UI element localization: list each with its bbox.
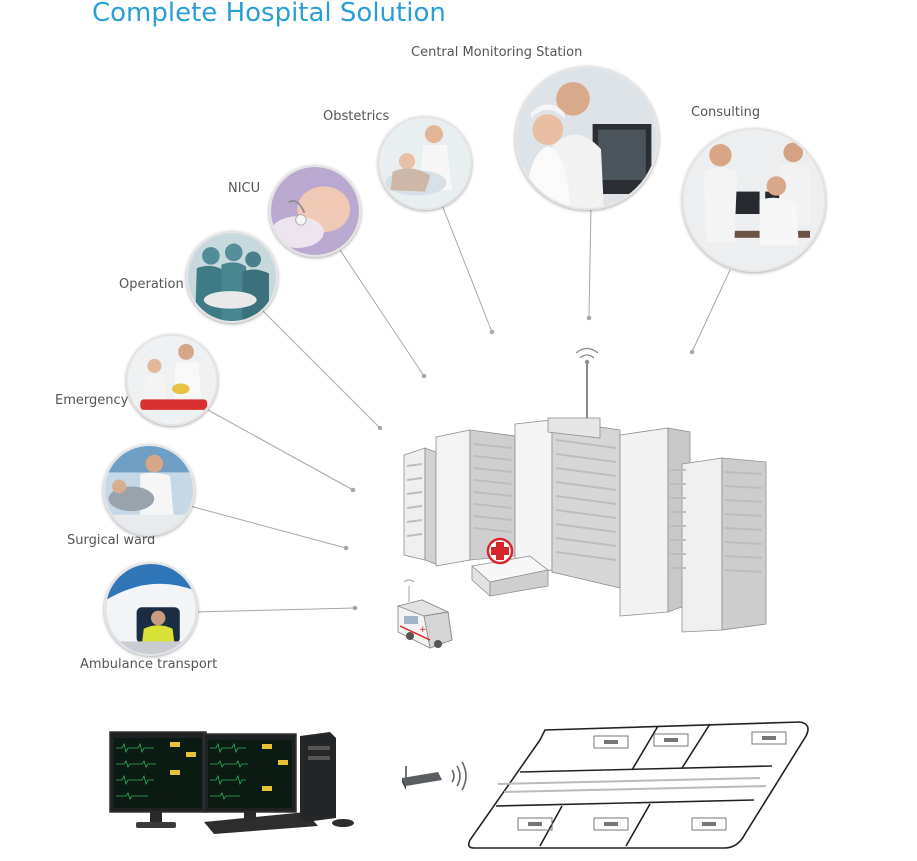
connector-operation <box>261 309 381 429</box>
page-title: Complete Hospital Solution <box>92 0 446 28</box>
ambulance-icon: + <box>396 579 453 649</box>
connector-emergency <box>207 409 354 491</box>
connector-nicu <box>339 249 425 377</box>
connector-ambulance <box>193 607 356 613</box>
ward-floor-plan-icon <box>467 721 809 849</box>
central-monitor-workstation-icon <box>109 731 354 834</box>
hospital-building-icon <box>403 347 767 633</box>
wireless-router-icon <box>402 761 467 791</box>
photo-emergency <box>126 334 218 426</box>
label-consulting: Consulting <box>691 105 761 120</box>
connector-obstetrics <box>439 199 493 333</box>
svg-text:+: + <box>419 625 427 635</box>
label-surgical-ward: Surgical ward <box>67 533 156 548</box>
red-cross-icon <box>486 537 514 565</box>
photo-surgical-ward <box>103 444 195 536</box>
photo-ambulance-transport <box>104 562 198 656</box>
photo-consulting <box>682 128 826 272</box>
connector-central <box>588 204 592 319</box>
antenna-icon <box>575 347 599 420</box>
label-operation: Operation <box>119 277 184 292</box>
photo-nicu <box>269 165 361 257</box>
photo-operation <box>186 231 278 323</box>
photo-obstetrics <box>378 116 472 210</box>
connector-surgical <box>189 505 347 549</box>
label-ambulance-transport: Ambulance transport <box>80 657 218 672</box>
label-nicu: NICU <box>228 181 261 196</box>
connector-consulting <box>691 269 731 353</box>
label-central-monitoring-station: Central Monitoring Station <box>411 45 583 60</box>
label-emergency: Emergency <box>55 393 129 408</box>
hospital-windows <box>406 439 763 573</box>
label-obstetrics: Obstetrics <box>323 109 390 124</box>
